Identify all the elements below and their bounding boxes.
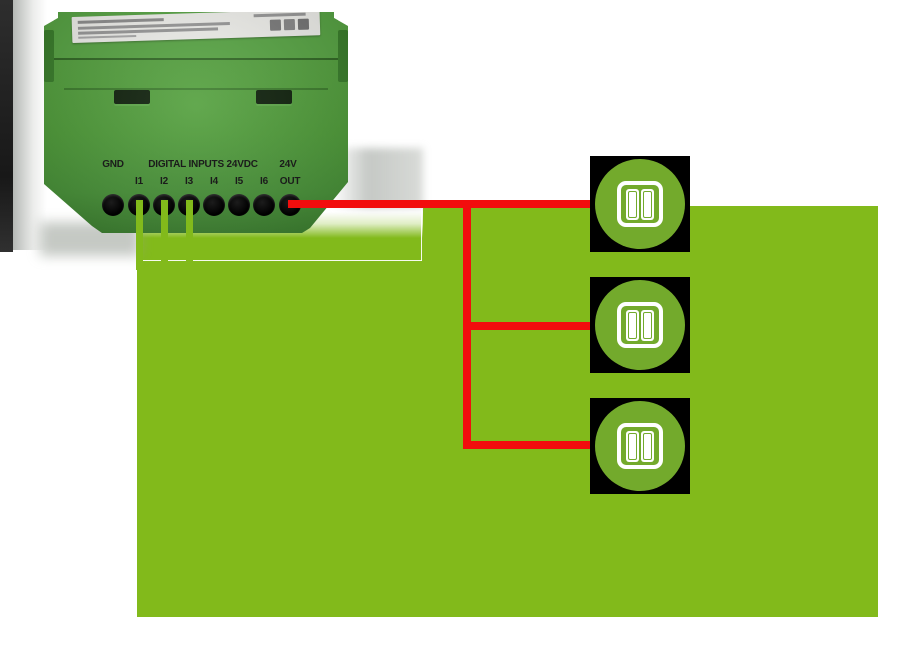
module-clip-right xyxy=(338,30,348,82)
double-rocker-switch-glyph xyxy=(617,423,663,469)
rocker-left xyxy=(626,188,639,220)
photo-crop-edge-horizontal xyxy=(137,259,422,261)
double-rocker-switch-glyph xyxy=(617,302,663,348)
terminal-hole-gnd xyxy=(102,194,124,216)
switch-circle xyxy=(595,280,685,370)
module-cover-seam xyxy=(64,88,328,90)
photo-crop-edge-vertical xyxy=(420,209,422,261)
green-background-panel xyxy=(137,206,878,617)
module-cover-slot xyxy=(256,90,292,104)
rocker-left xyxy=(626,309,639,341)
green-wire-i3 xyxy=(185,200,193,270)
terminal-label-i1: I1 xyxy=(135,176,143,187)
terminal-label-gnd: GND xyxy=(102,159,124,170)
rocker-right xyxy=(641,309,654,341)
photo-shadow-left xyxy=(13,0,47,250)
terminal-hole-i4 xyxy=(203,194,225,216)
terminal-hole-i5 xyxy=(228,194,250,216)
green-wire-i1 xyxy=(135,200,143,270)
red-wire-main xyxy=(288,200,593,208)
light-switch-icon xyxy=(590,398,690,494)
green-wire-i2 xyxy=(160,200,168,270)
module-seam xyxy=(44,58,348,60)
input-module-photo: GND DIGITAL INPUTS 24VDC 24V I1 I2 I3 I4… xyxy=(44,12,348,233)
double-rocker-switch-glyph xyxy=(617,181,663,227)
light-switch-icon xyxy=(590,277,690,373)
module-clip-left xyxy=(44,30,54,82)
rocker-right xyxy=(641,188,654,220)
terminal-label-i6: I6 xyxy=(260,176,268,187)
terminal-label-digital-inputs: DIGITAL INPUTS 24VDC xyxy=(148,159,258,170)
red-wire-branch-2 xyxy=(465,322,593,330)
switch-circle xyxy=(595,159,685,249)
terminal-label-i5: I5 xyxy=(235,176,243,187)
module-cover-slot xyxy=(114,90,150,104)
photo-edge-dark-strip xyxy=(0,0,13,252)
rocker-right xyxy=(641,430,654,462)
terminal-hole-i6 xyxy=(253,194,275,216)
terminal-label-i3: I3 xyxy=(185,176,193,187)
switch-circle xyxy=(595,401,685,491)
terminal-label-i4: I4 xyxy=(210,176,218,187)
terminal-label-out: OUT xyxy=(279,176,301,187)
terminal-label-24v: 24V xyxy=(279,159,297,170)
rocker-left xyxy=(626,430,639,462)
terminal-label-i2: I2 xyxy=(160,176,168,187)
light-switch-icon xyxy=(590,156,690,252)
red-wire-branch-3 xyxy=(465,441,593,449)
